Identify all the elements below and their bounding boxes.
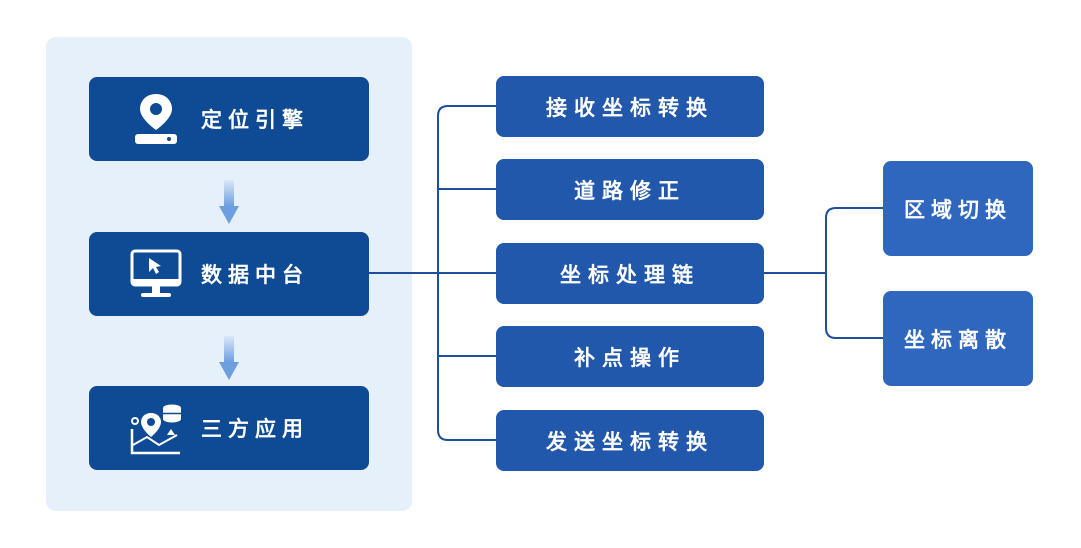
down-arrow-2 bbox=[219, 336, 239, 380]
sub-step-coordinate-discrete: 坐标离散 bbox=[883, 291, 1033, 386]
sub-step-region-switch: 区域切换 bbox=[883, 161, 1033, 256]
monitor-cursor-icon bbox=[130, 249, 182, 297]
module-data-hub: 数据中台 bbox=[89, 232, 369, 316]
location-pin-icon bbox=[135, 94, 177, 144]
step-point-filling: 补点操作 bbox=[496, 326, 764, 387]
down-arrow-1 bbox=[219, 180, 239, 224]
module-label: 定位引擎 bbox=[201, 108, 309, 132]
step-send-coordinate-conversion: 发送坐标转换 bbox=[496, 410, 764, 471]
map-database-icon bbox=[130, 404, 181, 455]
module-third-party-apps: 三方应用 bbox=[89, 386, 369, 470]
module-label: 数据中台 bbox=[201, 263, 309, 287]
step-road-correction: 道路修正 bbox=[496, 159, 764, 220]
module-label: 三方应用 bbox=[201, 417, 309, 441]
module-location-engine: 定位引擎 bbox=[89, 77, 369, 161]
step-coordinate-processing-chain: 坐标处理链 bbox=[496, 243, 764, 304]
step-receive-coordinate-conversion: 接收坐标转换 bbox=[496, 76, 764, 137]
